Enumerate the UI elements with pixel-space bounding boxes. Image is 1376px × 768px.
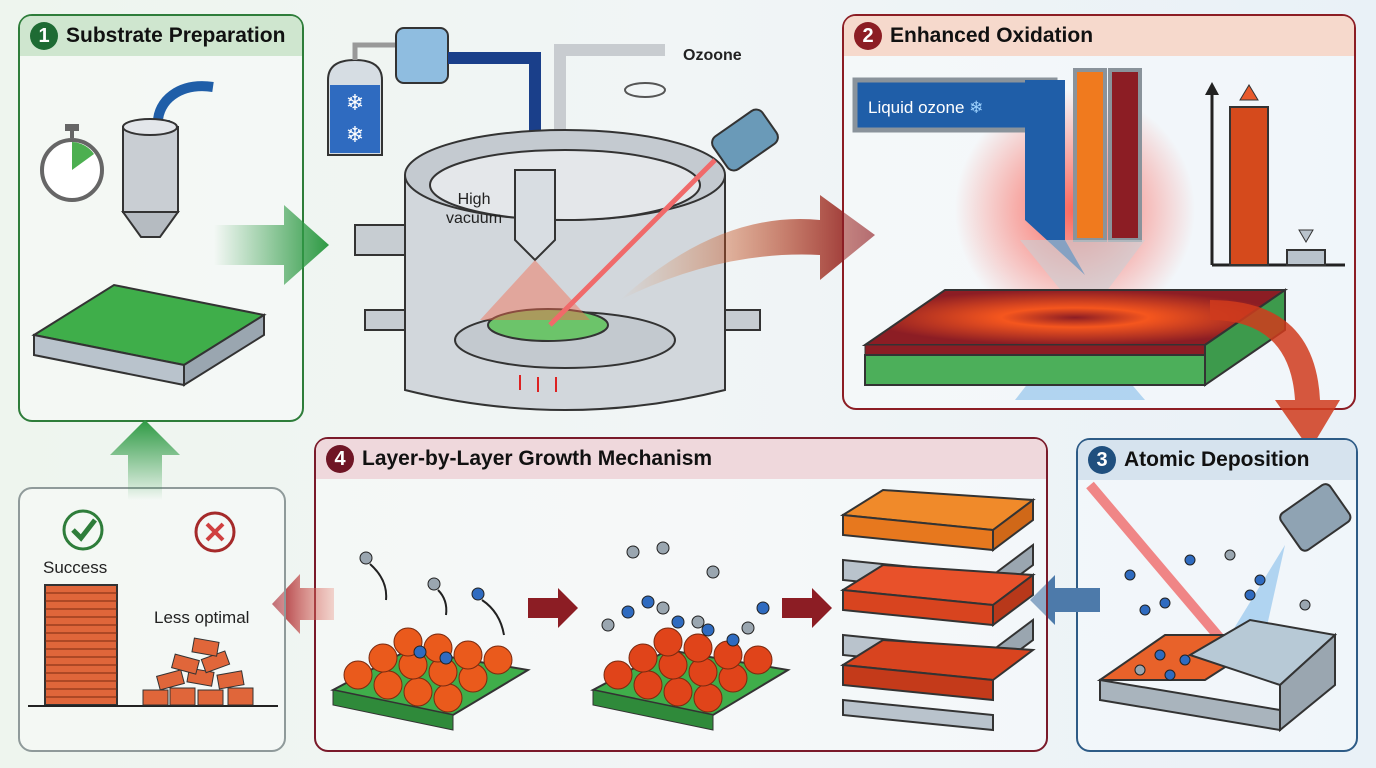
transition-arrow [528, 588, 578, 628]
panel-header: 1 Substrate Preparation [20, 16, 302, 56]
transition-arrow [782, 588, 832, 628]
flow-arrow-to-outcome [272, 574, 334, 634]
flow-arrow-right [214, 205, 329, 285]
substrate-slab-icon [31, 283, 267, 387]
deposition-diagram [1086, 481, 1352, 733]
vacuum-chamber: ❄ ❄ [327, 27, 779, 411]
growth-stage-2 [590, 541, 791, 731]
panel-title: Enhanced Oxidation [890, 24, 1094, 47]
liquid-ozone-label: Liquid ozone ❄ [868, 98, 983, 118]
brick-wall-icon [28, 584, 278, 707]
step-badge: 4 [326, 445, 354, 473]
step-badge: 2 [854, 22, 882, 50]
crucible-icon [121, 81, 214, 238]
svg-text:❄: ❄ [346, 90, 364, 115]
layered-film-stack [839, 488, 1036, 732]
vacuum-label-line1: High [457, 191, 491, 208]
less-optimal-label: Less optimal [154, 608, 250, 627]
flow-arrow-to-deposition [1210, 300, 1340, 450]
stopwatch-icon [40, 124, 104, 202]
panel-title: Layer-by-Layer Growth Mechanism [362, 447, 713, 470]
growth-stage-1 [330, 551, 531, 731]
snowflake-icon: ❄ [969, 98, 984, 117]
liquid-ozone-text: Liquid ozone [868, 98, 965, 117]
vacuum-label-line2: vacuum [446, 210, 503, 227]
dewar-icon: ❄ ❄ [327, 42, 410, 156]
flow-arrow-to-oxidation [620, 195, 875, 300]
vacuum-label: High vacuum [446, 190, 502, 228]
feedback-arrow-up [110, 420, 180, 500]
svg-text:❄: ❄ [346, 122, 364, 147]
step-badge: 1 [30, 22, 58, 50]
ozone-label: Ozoone [683, 47, 742, 64]
cross-icon [194, 511, 236, 553]
success-label: Success [43, 558, 108, 577]
panel-title: Substrate Preparation [66, 24, 286, 47]
check-icon [62, 509, 104, 551]
panel-title: Atomic Deposition [1124, 448, 1310, 471]
oxidation-nozzle-diagram [852, 68, 1345, 400]
brick-pile-icon [142, 637, 254, 706]
panel-header: 3 Atomic Deposition [1078, 440, 1356, 480]
panel-header: 2 Enhanced Oxidation [844, 16, 1354, 56]
step-badge: 3 [1088, 446, 1116, 474]
panel-header: 4 Layer-by-Layer Growth Mechanism [316, 439, 1046, 479]
